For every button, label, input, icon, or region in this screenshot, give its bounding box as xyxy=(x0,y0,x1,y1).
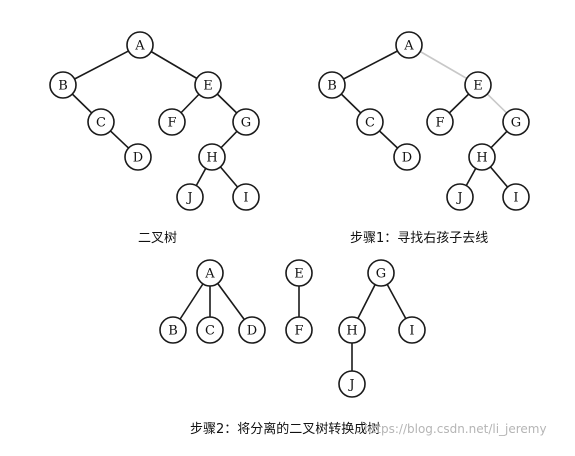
step2-tree2-node-e: E xyxy=(285,259,313,287)
original-node-h: H xyxy=(198,143,226,171)
node-circle xyxy=(468,143,496,171)
node-circle xyxy=(398,316,426,344)
node-label: D xyxy=(402,151,412,166)
step2-tree1-node-d: D xyxy=(238,316,266,344)
nodes-layer: A B C D E F G H J I A B C D E F G H J I A B C D E F G H I J xyxy=(49,31,530,398)
original-node-c: C xyxy=(87,108,115,136)
original-node-j: J xyxy=(176,183,204,211)
step2-tree2-node-f: F xyxy=(285,316,313,344)
node-label: C xyxy=(96,116,106,131)
node-label: A xyxy=(204,267,215,282)
step1-node-b: B xyxy=(318,71,346,99)
step2-tree3-node-j: J xyxy=(338,370,366,398)
node-label: B xyxy=(58,79,68,94)
step2-tree1-node-b: B xyxy=(159,316,187,344)
step1-node-g: G xyxy=(502,108,530,136)
step1-node-f: F xyxy=(426,108,454,136)
step2-tree3-node-g: G xyxy=(367,259,395,287)
node-circle xyxy=(464,71,492,99)
node-label: D xyxy=(133,151,143,166)
step1-node-j: J xyxy=(446,183,474,211)
node-label: A xyxy=(403,39,414,54)
node-label: H xyxy=(476,151,487,166)
step1-node-a: A xyxy=(395,31,423,59)
step1-node-c: C xyxy=(356,108,384,136)
watermark-url: https://blog.csdn.net/li_jeremy xyxy=(364,422,547,436)
node-label: E xyxy=(294,267,304,282)
node-label: I xyxy=(243,191,248,206)
original-node-d: D xyxy=(124,143,152,171)
node-circle xyxy=(318,71,346,99)
node-circle xyxy=(393,143,421,171)
node-circle xyxy=(502,108,530,136)
node-circle xyxy=(338,370,366,398)
node-label: G xyxy=(511,116,521,131)
node-circle xyxy=(176,183,204,211)
node-label: B xyxy=(327,79,337,94)
caption-step2: 步骤2：将分离的二叉树转换成树 xyxy=(190,421,380,437)
node-circle xyxy=(367,259,395,287)
step1-node-e: E xyxy=(464,71,492,99)
node-label: D xyxy=(247,324,257,339)
node-circle xyxy=(285,316,313,344)
node-circle xyxy=(158,108,186,136)
node-circle xyxy=(502,183,530,211)
node-circle xyxy=(238,316,266,344)
node-circle xyxy=(446,183,474,211)
node-label: A xyxy=(134,39,145,54)
node-label: F xyxy=(294,324,303,339)
original-node-b: B xyxy=(49,71,77,99)
step1-node-h: H xyxy=(468,143,496,171)
caption-original-tree: 二叉树 xyxy=(138,231,177,246)
node-label: J xyxy=(347,378,354,393)
original-node-e: E xyxy=(194,71,222,99)
node-label: E xyxy=(473,79,483,94)
node-circle xyxy=(338,316,366,344)
node-circle xyxy=(196,259,224,287)
node-label: F xyxy=(167,116,176,131)
node-label: J xyxy=(455,191,462,206)
node-circle xyxy=(232,108,260,136)
step1-edge-A-B xyxy=(331,44,410,86)
node-circle xyxy=(87,108,115,136)
node-circle xyxy=(426,108,454,136)
node-label: C xyxy=(205,324,215,339)
step2-tree3-node-i: I xyxy=(398,316,426,344)
node-label: F xyxy=(435,116,444,131)
node-circle xyxy=(232,183,260,211)
node-label: H xyxy=(346,324,357,339)
original-node-g: G xyxy=(232,108,260,136)
node-circle xyxy=(159,316,187,344)
node-circle xyxy=(194,71,222,99)
node-circle xyxy=(49,71,77,99)
node-label: H xyxy=(206,151,217,166)
node-circle xyxy=(285,259,313,287)
node-circle xyxy=(196,316,224,344)
node-circle xyxy=(198,143,226,171)
node-circle xyxy=(395,31,423,59)
node-label: B xyxy=(168,324,178,339)
node-label: I xyxy=(409,324,414,339)
node-label: G xyxy=(376,267,386,282)
original-node-f: F xyxy=(158,108,186,136)
step2-tree1-node-a: A xyxy=(196,259,224,287)
node-circle xyxy=(126,31,154,59)
node-circle xyxy=(356,108,384,136)
step1-node-d: D xyxy=(393,143,421,171)
step2-tree1-node-c: C xyxy=(196,316,224,344)
step1-node-i: I xyxy=(502,183,530,211)
original-node-a: A xyxy=(126,31,154,59)
node-label: C xyxy=(365,116,375,131)
original-edge-A-B xyxy=(62,44,141,86)
caption-step1: 步骤1：寻找右孩子去线 xyxy=(350,231,488,246)
step2-tree3-node-h: H xyxy=(338,316,366,344)
original-node-i: I xyxy=(232,183,260,211)
node-label: J xyxy=(185,191,192,206)
node-label: E xyxy=(203,79,213,94)
node-label: G xyxy=(241,116,251,131)
node-label: I xyxy=(513,191,518,206)
node-circle xyxy=(124,143,152,171)
